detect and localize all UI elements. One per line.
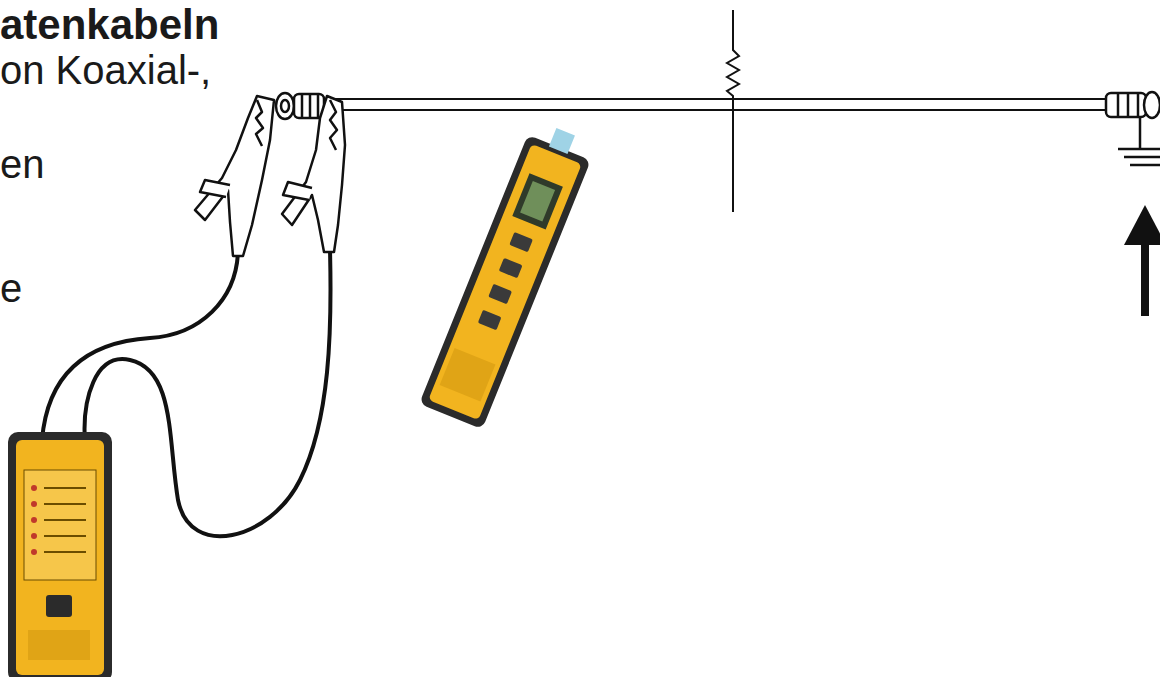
connector-groove (301, 94, 304, 118)
left-connector (276, 93, 324, 119)
test-lead (85, 250, 331, 536)
text-fragment: en (0, 142, 45, 186)
probe-button (478, 310, 502, 330)
squiggle-line (727, 10, 739, 212)
probe-button (509, 232, 533, 252)
tester-leds (31, 485, 37, 555)
led (31, 533, 37, 539)
alligator-clip (195, 96, 274, 256)
tester-label (28, 630, 90, 660)
coax-cable (328, 99, 1108, 110)
cable-tester (8, 432, 112, 677)
marking (44, 535, 86, 537)
tester-panel (24, 470, 96, 580)
clip-teeth (330, 100, 337, 150)
probe-tip (549, 128, 575, 154)
arrow-head (1124, 205, 1160, 245)
ground-bar (1118, 148, 1160, 151)
connector-body (1106, 93, 1146, 117)
text-fragment: e (0, 266, 22, 310)
connector-ring (276, 93, 294, 119)
ground-bar (1124, 156, 1160, 159)
connector-body (294, 94, 324, 118)
marking (44, 551, 86, 553)
clip-teeth (256, 100, 263, 146)
probe-label (440, 348, 496, 402)
led (31, 485, 37, 491)
tester-face (16, 440, 104, 675)
clip-lever (283, 182, 312, 200)
pointer-arrow (1124, 205, 1160, 316)
tone-probe (419, 119, 597, 429)
alligator-clip (282, 96, 345, 252)
text-fragment: on Koaxial-, (0, 48, 211, 92)
connector-groove (309, 94, 312, 118)
connector-pin (281, 100, 289, 112)
cable-body (328, 99, 1108, 110)
marking (44, 519, 86, 521)
probe-button (488, 284, 512, 304)
heading: atenkabeln (0, 2, 219, 48)
tester-housing (8, 432, 112, 677)
probe-face (428, 144, 581, 420)
probe-housing (419, 135, 591, 429)
ground-lead (1139, 118, 1142, 148)
probe-button (499, 258, 523, 278)
test-lead (42, 252, 238, 440)
right-connector (1106, 92, 1160, 118)
probe-screen (520, 181, 555, 222)
connector-groove (1137, 93, 1140, 117)
clip-lever (200, 180, 230, 197)
clip-body (195, 96, 274, 256)
marking (44, 487, 86, 489)
clip-body (282, 96, 345, 252)
ground-bar (1130, 164, 1160, 167)
probe-display (512, 173, 563, 229)
connector-groove (1127, 93, 1130, 117)
arrow-shaft (1141, 244, 1149, 316)
led (31, 501, 37, 507)
tester-button (46, 595, 72, 617)
tester-markings (44, 488, 86, 552)
led (31, 549, 37, 555)
led (31, 517, 37, 523)
marking (44, 503, 86, 505)
connector-ring (1144, 92, 1160, 118)
connector-groove (317, 94, 320, 118)
connector-groove (1117, 93, 1120, 117)
ground-symbol (1118, 118, 1160, 165)
